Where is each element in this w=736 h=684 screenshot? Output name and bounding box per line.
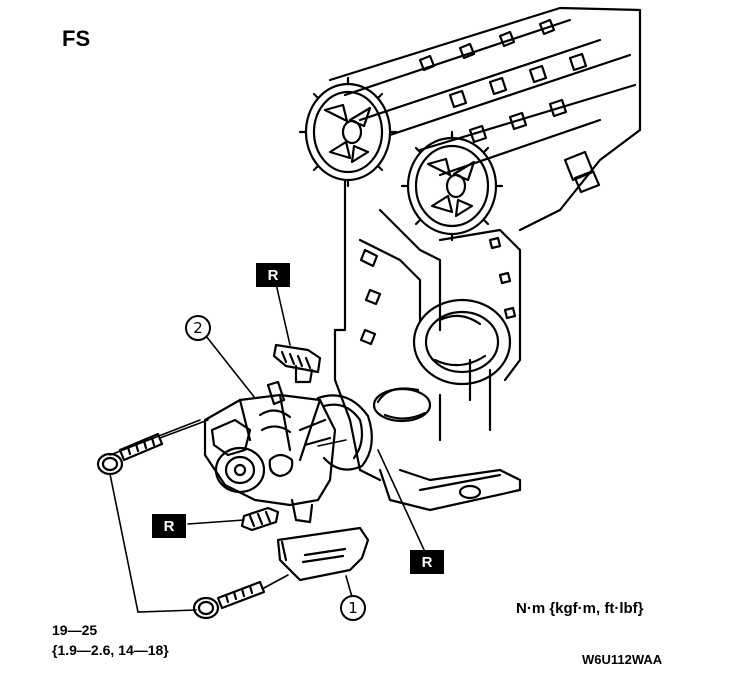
callout-bracket: 1: [340, 595, 366, 621]
camshaft-pulley-icon: [298, 76, 398, 188]
engine-type-label: FS: [62, 26, 91, 51]
replace-mark-gasket: R: [410, 550, 444, 574]
water-pump-icon: [203, 380, 337, 524]
leader-lines: [109, 274, 426, 613]
o-ring-icon: [240, 506, 280, 532]
engine-block-icon: [333, 178, 522, 512]
torque-units-label: N·m {kgf·m, ft·lbf}: [516, 600, 644, 617]
o-ring-icon: [272, 343, 322, 384]
bolt-icon: [192, 580, 266, 620]
replace-mark-seal-top: R: [256, 263, 290, 287]
gasket-icon: [316, 394, 373, 471]
torque-value: 19—25: [52, 622, 98, 638]
engine-head-icon: [328, 6, 642, 232]
bracket-icon: [276, 526, 370, 582]
callout-water-pump: 2: [185, 315, 211, 341]
torque-conversion: {1.9—2.6, 14—18}: [52, 642, 169, 658]
replace-mark-o-ring: R: [152, 514, 186, 538]
bolt-icon: [96, 432, 164, 476]
camshaft-pulley-icon: [400, 130, 504, 242]
figure-code: W6U112WAA: [582, 652, 663, 667]
